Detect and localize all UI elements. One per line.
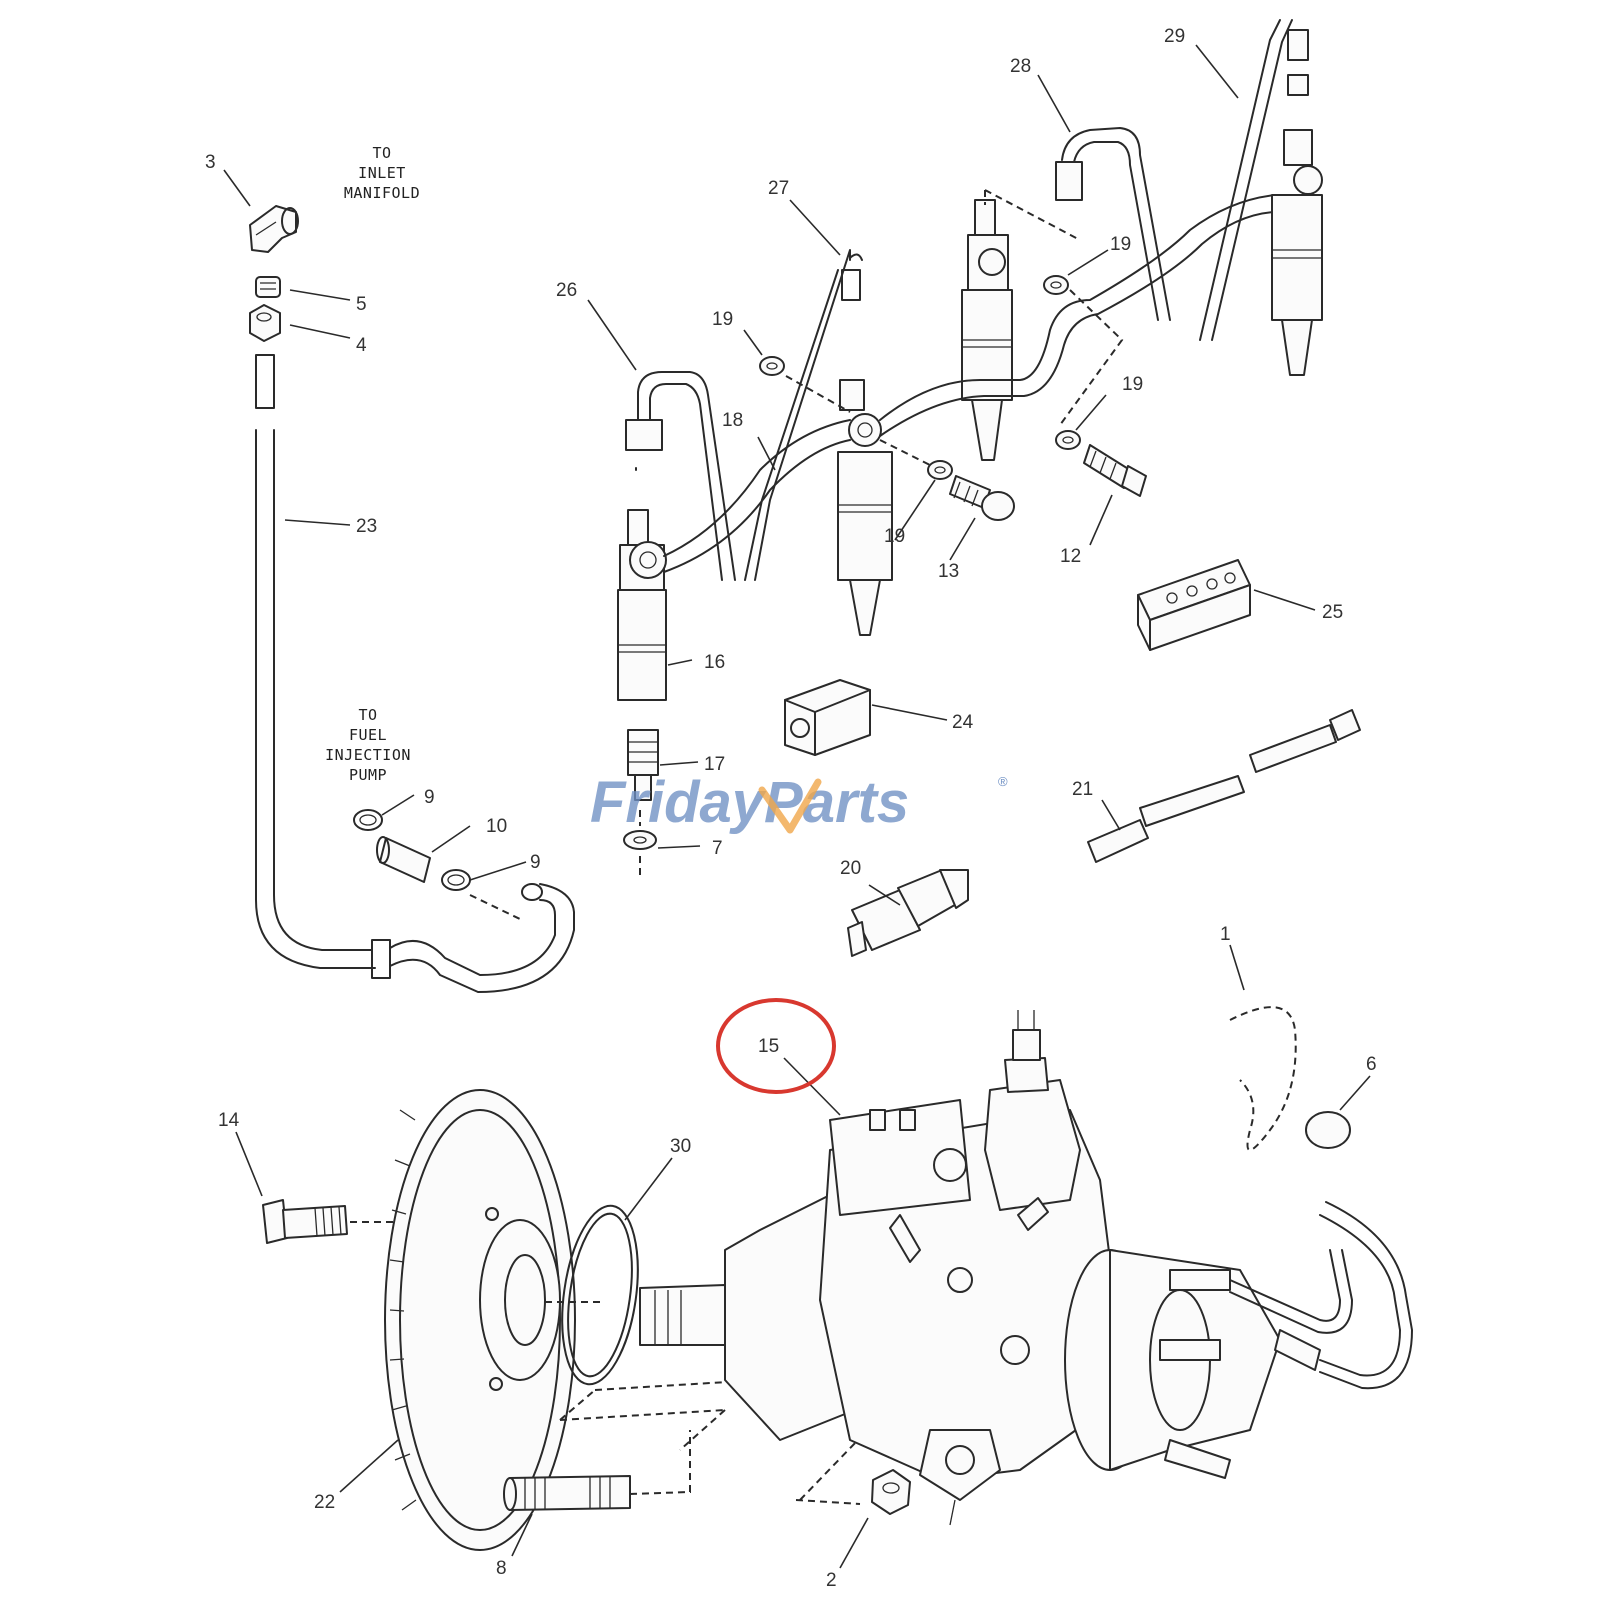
note-pump-line4: PUMP — [349, 766, 387, 784]
washer-19b — [1043, 275, 1069, 295]
watermark-check-icon — [758, 778, 822, 834]
fuel-line-29 — [1199, 19, 1309, 341]
hose-10 — [376, 836, 431, 883]
callout-2: 2 — [826, 1570, 837, 1591]
callout-16: 16 — [704, 652, 725, 673]
callout-28: 28 — [1010, 56, 1031, 77]
fuel-line-27 — [744, 249, 863, 581]
callout-19-a: 19 — [712, 309, 733, 330]
callout-15: 15 — [758, 1036, 779, 1057]
callout-19-d: 19 — [884, 526, 905, 547]
callout-labels: 3 5 4 23 26 27 28 29 19 19 19 19 18 13 1… — [205, 26, 1377, 1591]
callout-21: 21 — [1072, 779, 1093, 800]
note-inlet-line1: TO — [372, 144, 391, 162]
nozzle-17 — [627, 729, 659, 801]
callout-6: 6 — [1366, 1054, 1377, 1075]
callout-7: 7 — [712, 838, 723, 859]
hose-dash — [469, 894, 523, 921]
callout-4: 4 — [356, 335, 367, 356]
watermark-text: FridayParts — [590, 770, 909, 835]
gasket — [559, 1379, 761, 1451]
fuel-line-26 — [625, 371, 736, 581]
connector-25 — [1137, 559, 1251, 651]
injector-second — [837, 379, 893, 636]
callout-14: 14 — [218, 1110, 240, 1131]
callout-29: 29 — [1164, 26, 1185, 47]
dash-19-line — [785, 375, 931, 466]
callout-26: 26 — [556, 280, 577, 301]
callout-23: 23 — [356, 516, 377, 537]
injector-16 — [617, 419, 851, 701]
harness-21 — [1087, 709, 1361, 863]
callout-19-b: 19 — [1110, 234, 1131, 255]
bolt-13 — [949, 475, 1015, 521]
watermark-registered: ® — [998, 774, 1008, 789]
callout-13: 13 — [938, 561, 959, 582]
callout-22: 22 — [314, 1492, 335, 1513]
callout-10: 10 — [486, 816, 507, 837]
tube-short — [255, 354, 275, 409]
note-pump-line2: FUEL — [349, 726, 387, 744]
plug-5 — [255, 276, 281, 298]
callout-27: 27 — [768, 178, 789, 199]
callout-24: 24 — [952, 712, 974, 733]
callout-9-lower: 9 — [530, 852, 541, 873]
oring-30 — [561, 1204, 639, 1386]
stud-8 — [503, 1430, 691, 1511]
callout-8: 8 — [496, 1558, 507, 1579]
callout-20: 20 — [840, 858, 861, 879]
callout-5: 5 — [356, 294, 367, 315]
dash-19-right — [1059, 289, 1124, 426]
clamp-9-upper — [353, 809, 383, 831]
leader-lines — [223, 44, 1371, 1569]
clamp-9-lower — [441, 869, 471, 891]
callout-19-c: 19 — [1122, 374, 1143, 395]
highlight-circle — [716, 998, 836, 1094]
callout-12: 12 — [1060, 546, 1081, 567]
bolt-14 — [262, 1199, 395, 1244]
callout-1: 1 — [1220, 924, 1231, 945]
elbow-fitting-3 — [249, 205, 299, 253]
plug-6 — [1305, 1111, 1351, 1149]
note-pump-line1: TO — [358, 706, 377, 724]
injector-third — [961, 199, 1013, 461]
wire-1 — [1229, 1006, 1297, 1151]
callout-25: 25 — [1322, 602, 1343, 623]
note-inlet-line3: MANIFOLD — [344, 184, 420, 202]
callout-17: 17 — [704, 754, 725, 775]
fuel-line-18 — [879, 194, 1276, 437]
nut-4 — [249, 304, 281, 342]
injector-fourth — [1271, 129, 1323, 376]
fitting-12 — [1083, 444, 1147, 497]
washer-19d — [927, 460, 953, 480]
callout-9-upper: 9 — [424, 787, 435, 808]
watermark-logo: FridayParts ® — [590, 770, 1008, 835]
note-pump-line3: INJECTION — [325, 746, 411, 764]
bracket-24 — [784, 679, 871, 756]
callout-3: 3 — [205, 152, 216, 173]
note-inlet-line2: INLET — [358, 164, 406, 182]
washer-7 — [623, 810, 657, 876]
washer-19a — [759, 356, 785, 376]
injection-pump-15 — [639, 1010, 1413, 1526]
nut-2 — [795, 1439, 911, 1515]
tube-23 — [255, 429, 575, 993]
sensor-20 — [847, 869, 969, 957]
washer-19c — [1055, 430, 1081, 450]
callout-30: 30 — [670, 1136, 691, 1157]
gear-22 — [384, 1089, 605, 1551]
fuel-line-28 — [984, 127, 1171, 321]
callout-18: 18 — [722, 410, 743, 431]
